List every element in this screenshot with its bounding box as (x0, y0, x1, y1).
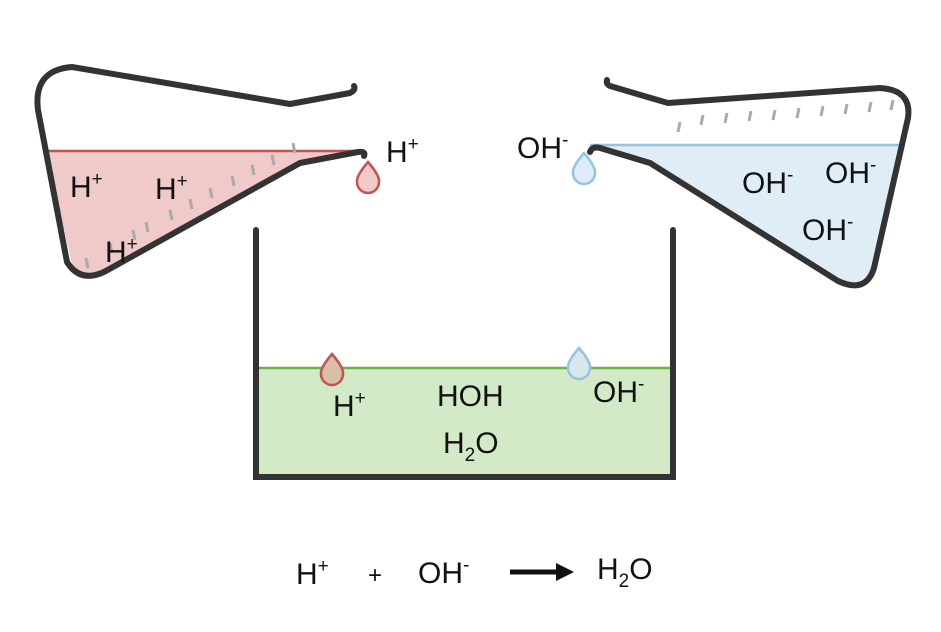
acid-ion-label: H+ (155, 171, 188, 206)
acid-graduations (84, 142, 297, 269)
beaker-hoh-label: HOH (437, 380, 504, 413)
base-flask: OH- OH- OH- OH- (517, 77, 912, 289)
base-graduations (676, 99, 895, 133)
base-ion-label: OH- (802, 212, 853, 247)
acid-spout-label: H+ (386, 134, 419, 169)
equation-product: H2O (597, 553, 653, 592)
reaction-equation: H+ + OH- H2O (296, 553, 653, 592)
base-drop (571, 151, 597, 186)
acid-ion-label: H+ (105, 234, 138, 269)
beaker-base-drop (566, 346, 592, 381)
beaker-acid-drop (319, 352, 345, 387)
base-spout-label: OH- (517, 130, 568, 165)
acid-drop (355, 160, 381, 195)
base-ion-label: OH- (825, 155, 876, 190)
base-liquid (592, 145, 905, 285)
equation-h: H+ (296, 556, 329, 591)
reaction-arrow-icon (510, 563, 574, 581)
beaker-oh-label: OH- (593, 374, 644, 409)
water-liquid (256, 368, 673, 477)
equation-oh: OH- (418, 555, 469, 590)
acid-flask: H+ H+ H+ H+ (34, 64, 419, 279)
beaker-h-label: H+ (333, 388, 366, 423)
base-ion-label: OH- (742, 165, 793, 200)
base-flask-outline (587, 77, 912, 289)
acid-flask-outline (34, 64, 368, 279)
beaker-outline (253, 227, 676, 480)
equation-plus: + (368, 562, 382, 589)
beaker: H+ OH- HOH H2O (253, 227, 676, 480)
beaker-water-label: H2O (443, 427, 499, 466)
acid-ion-label: H+ (70, 169, 103, 204)
